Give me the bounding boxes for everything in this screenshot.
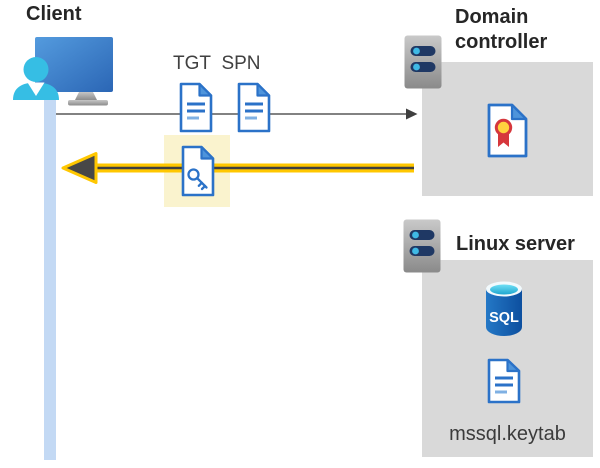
spn-label: SPN <box>221 53 261 74</box>
client-label: Client <box>26 3 82 25</box>
linux-server-label: Linux server <box>456 233 575 255</box>
key-icon <box>187 168 208 191</box>
key-ticket-document-icon <box>181 145 215 197</box>
sql-badge-text: SQL <box>489 310 519 326</box>
linux-server-icon <box>403 219 441 273</box>
keytab-document-icon <box>487 358 521 404</box>
tgt-label: TGT <box>173 53 211 74</box>
client-lifeline-bar <box>44 95 56 460</box>
monitor-icon <box>35 37 113 106</box>
domain-controller-label: Domain controller <box>455 6 548 53</box>
response-arrow <box>61 152 414 184</box>
spn-document-icon <box>237 82 271 133</box>
tgt-document-icon <box>179 82 213 133</box>
keytab-label: mssql.keytab <box>449 423 566 445</box>
sql-database-icon: SQL <box>486 281 522 336</box>
request-arrow <box>56 108 418 120</box>
certificate-icon <box>487 103 528 158</box>
person-icon <box>13 57 59 100</box>
dc-server-icon <box>404 35 442 89</box>
client-device-icon <box>13 37 113 106</box>
